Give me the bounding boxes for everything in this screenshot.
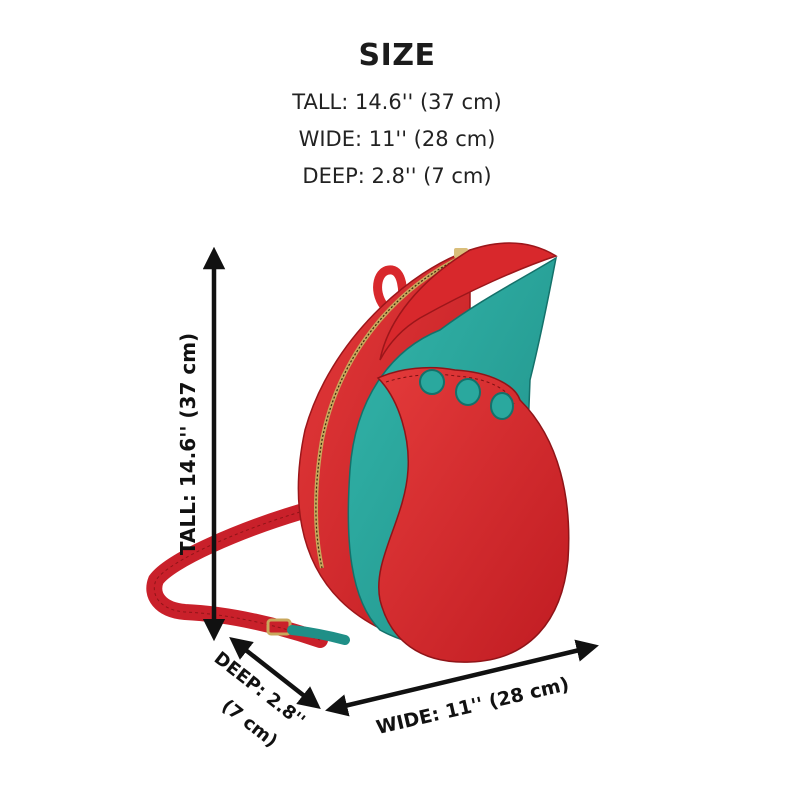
deep-arrow — [229, 637, 321, 709]
wide-spec: WIDE: 11'' (28 cm) — [298, 127, 496, 151]
bag-front-petal — [376, 366, 570, 663]
deep-spec: DEEP: 2.8'' (7 cm) — [302, 164, 492, 188]
wide-arrow — [325, 639, 599, 717]
bag-top-cap — [379, 242, 558, 361]
tall-spec: TALL: 14.6'' (37 cm) — [292, 90, 502, 114]
petal-studs — [419, 369, 514, 420]
tall-dimension-label: TALL: 14.6'' (37 cm) — [176, 333, 200, 555]
size-title: SIZE — [358, 38, 436, 73]
wide-dimension-label: WIDE: 11'' (28 cm) — [374, 673, 571, 739]
